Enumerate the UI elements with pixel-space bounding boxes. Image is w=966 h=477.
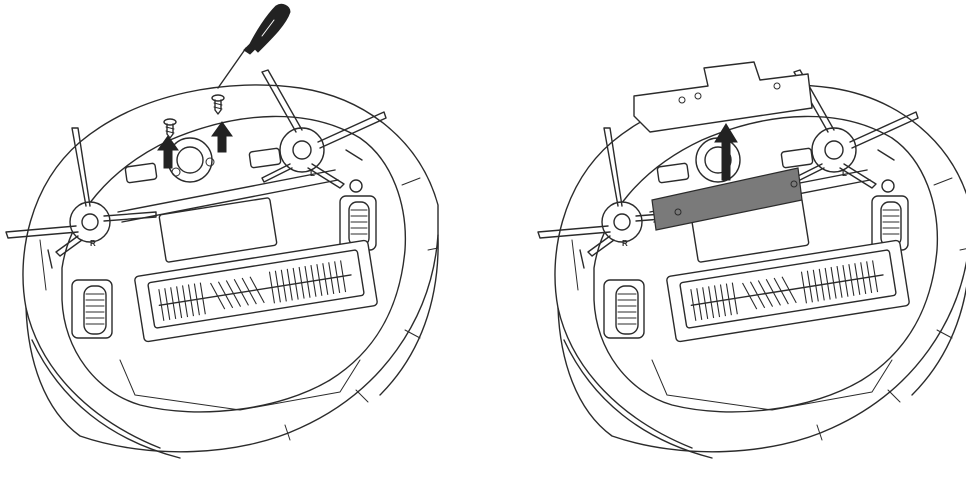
left-brush-label: L <box>310 169 315 178</box>
screwdriver-icon <box>217 3 291 89</box>
step-1-panel: R L <box>5 3 439 459</box>
robot-bottom-view <box>537 69 966 459</box>
up-arrow-icon <box>157 135 179 169</box>
up-arrow-icon <box>211 121 233 153</box>
screw-icon <box>163 118 177 139</box>
right-brush-label: R <box>90 239 96 248</box>
battery-pack <box>651 167 803 231</box>
up-arrow-icon <box>714 123 738 181</box>
right-brush-label: R <box>622 239 628 248</box>
left-brush-label: L <box>842 169 847 178</box>
screw-icon <box>211 94 225 115</box>
battery-compartment <box>695 137 741 183</box>
step-2-panel: R L <box>537 61 966 459</box>
battery-compartment <box>167 137 215 183</box>
battery-cover <box>633 61 813 133</box>
